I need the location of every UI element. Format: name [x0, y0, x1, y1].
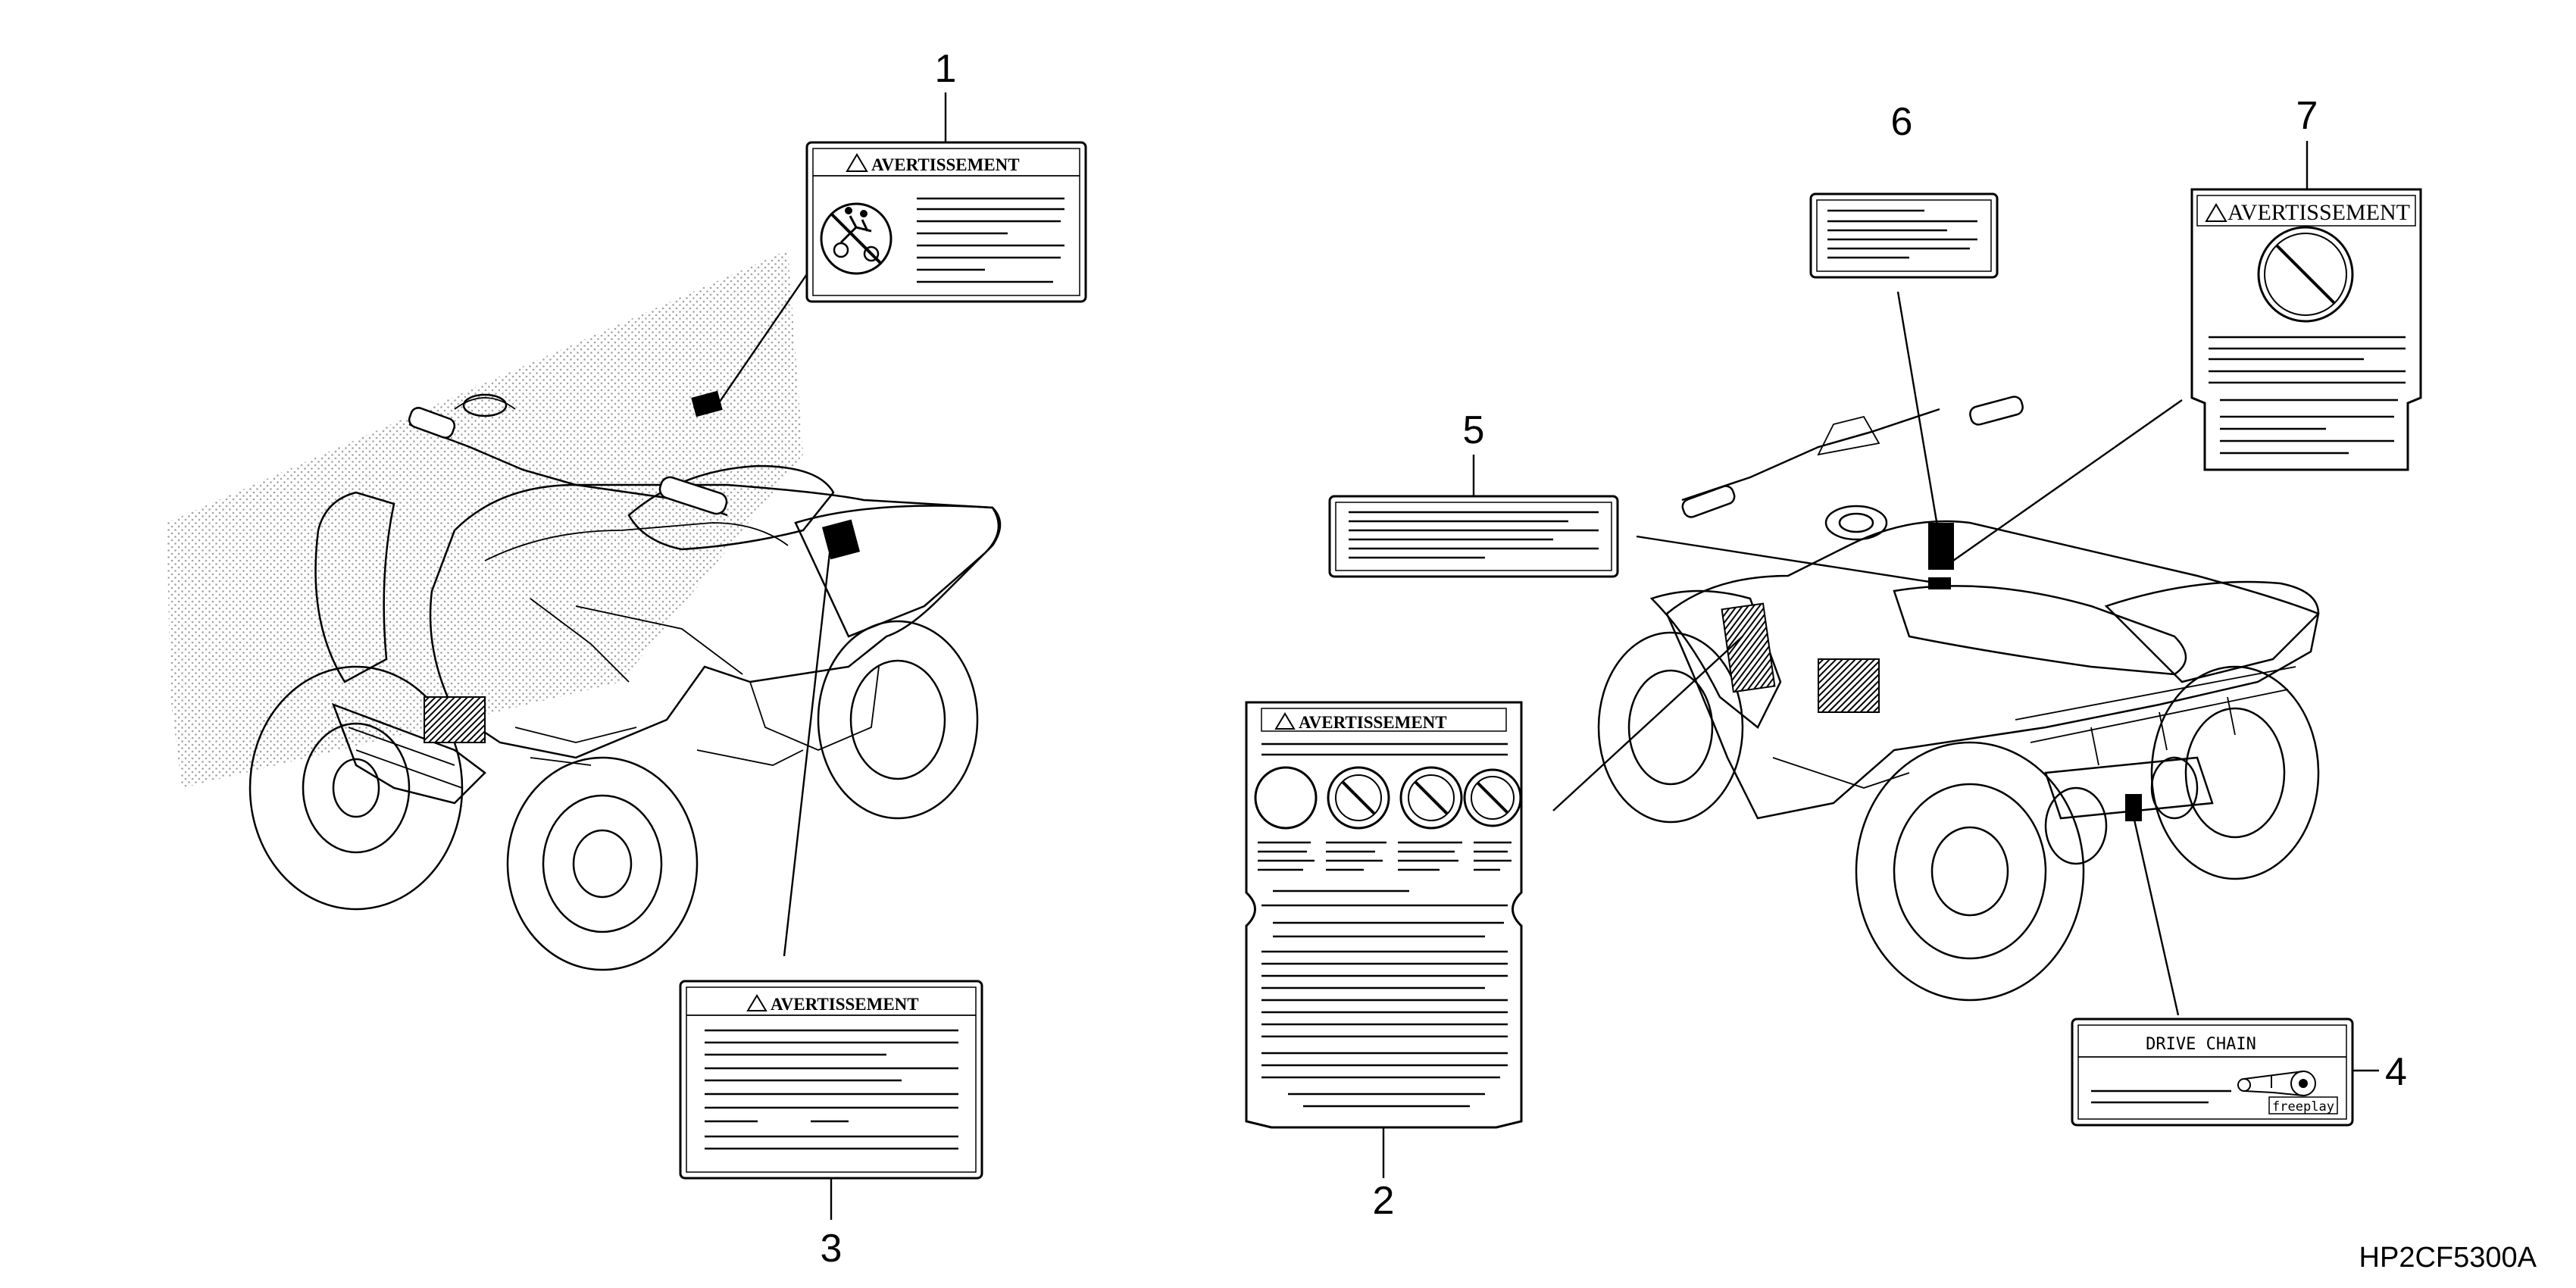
label4-header: DRIVE CHAIN [2146, 1035, 2256, 1054]
label-1: 1 AVERTISSEMENT [805, 47, 1087, 303]
callout-number-3: 3 [821, 1227, 843, 1271]
no-passenger-icon [820, 202, 893, 275]
label-5: 5 [1328, 408, 1619, 578]
callout-number-2: 2 [1373, 1179, 1395, 1223]
atv-front-illustration [167, 250, 1002, 971]
label-6: 6 [1809, 100, 1999, 279]
leader-line-5 [1636, 535, 1940, 585]
warning-triangle-icon [846, 153, 868, 172]
dotted-background-shading [167, 250, 803, 788]
warning-triangle-icon [2205, 203, 2227, 222]
prohibition-icon [1254, 766, 1318, 830]
label-7: 7 AVERTISSEMENT [2190, 94, 2422, 471]
atv-rear-illustration [1597, 395, 2320, 1002]
leader-line-7 [1952, 399, 2183, 561]
label1-location-patch [691, 390, 723, 417]
drive-chain-location-patch [2125, 794, 2142, 821]
callout-number-4: 4 [2385, 1050, 2407, 1094]
label-2: AVERTISSEMENT [1245, 701, 1523, 1223]
label7-header: AVERTISSEMENT [2227, 200, 2410, 225]
label6-location-patch [1928, 523, 1954, 570]
drive-chain-icon [2237, 1071, 2316, 1096]
label-4: DRIVE CHAIN freeplay 4 [2071, 1018, 2407, 1127]
callout-number-6: 6 [1891, 100, 1913, 144]
label3-header: AVERTISSEMENT [771, 995, 919, 1014]
warning-triangle-icon [1274, 712, 1296, 730]
label2-header: AVERTISSEMENT [1299, 713, 1447, 732]
leader-line-4 [2133, 819, 2180, 1016]
diagram-code: HP2CF5300A [2359, 1242, 2537, 1274]
label3-location-patch [821, 519, 861, 560]
leader-line-2 [1552, 636, 1743, 811]
leader-line-3 [783, 552, 831, 957]
leader-line-1 [719, 257, 819, 402]
label-3: AVERTISSEMENT 3 [679, 980, 983, 1271]
warning-triangle-icon [746, 994, 767, 1011]
leader-line-6 [1896, 291, 1940, 531]
callout-number-1: 1 [935, 47, 957, 91]
prohibition-icon [2257, 226, 2354, 323]
prohibition-icon-row [1254, 766, 1522, 830]
label1-header: AVERTISSEMENT [871, 155, 1020, 174]
callout-number-7: 7 [2296, 94, 2318, 138]
callout-number-5: 5 [1463, 408, 1485, 452]
label4-freeplay-text: freeplay [2272, 1099, 2334, 1114]
